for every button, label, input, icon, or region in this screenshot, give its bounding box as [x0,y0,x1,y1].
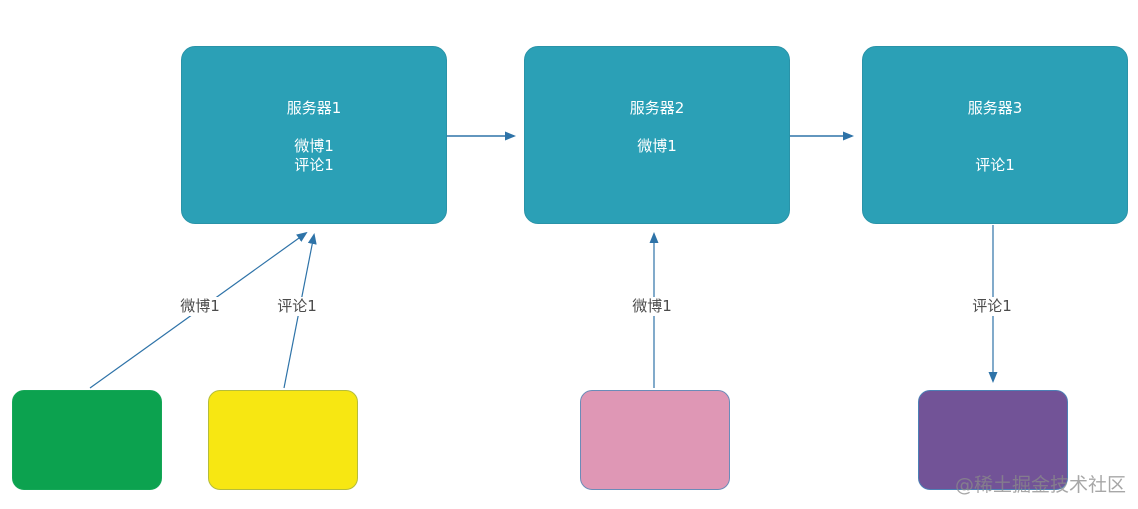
edge-label-weibo1-left: 微博1 [178,297,222,316]
server-1-text: 服务器1 微博1 评论1 [182,99,446,175]
server-3-text: 服务器3 评论1 [863,99,1127,175]
green-node [12,390,162,490]
server-2-node: 服务器2 微博1 [524,46,790,224]
spacer [525,118,789,137]
purple-node [918,390,1068,490]
server-1-item-comment: 评论1 [294,156,334,174]
server-2-title: 服务器2 [629,99,685,117]
server-3-title: 服务器3 [967,99,1023,117]
server-1-title: 服务器1 [286,99,342,117]
spacer [182,118,446,137]
server-2-item-weibo: 微博1 [637,137,677,155]
server-1-node: 服务器1 微博1 评论1 [181,46,447,224]
server-3-item-comment: 评论1 [975,156,1015,174]
spacer [863,137,1127,156]
edge-label-comment1-right: 评论1 [970,297,1014,316]
edge-label-weibo1-middle: 微博1 [630,297,674,316]
server-3-node: 服务器3 评论1 [862,46,1128,224]
spacer [863,118,1127,137]
edge-label-comment1-left: 评论1 [275,297,319,316]
watermark: @稀土掘金技术社区 [954,474,1126,496]
yellow-node [208,390,358,490]
pink-node [580,390,730,490]
server-2-text: 服务器2 微博1 [525,99,789,156]
server-1-item-weibo: 微博1 [294,137,334,155]
